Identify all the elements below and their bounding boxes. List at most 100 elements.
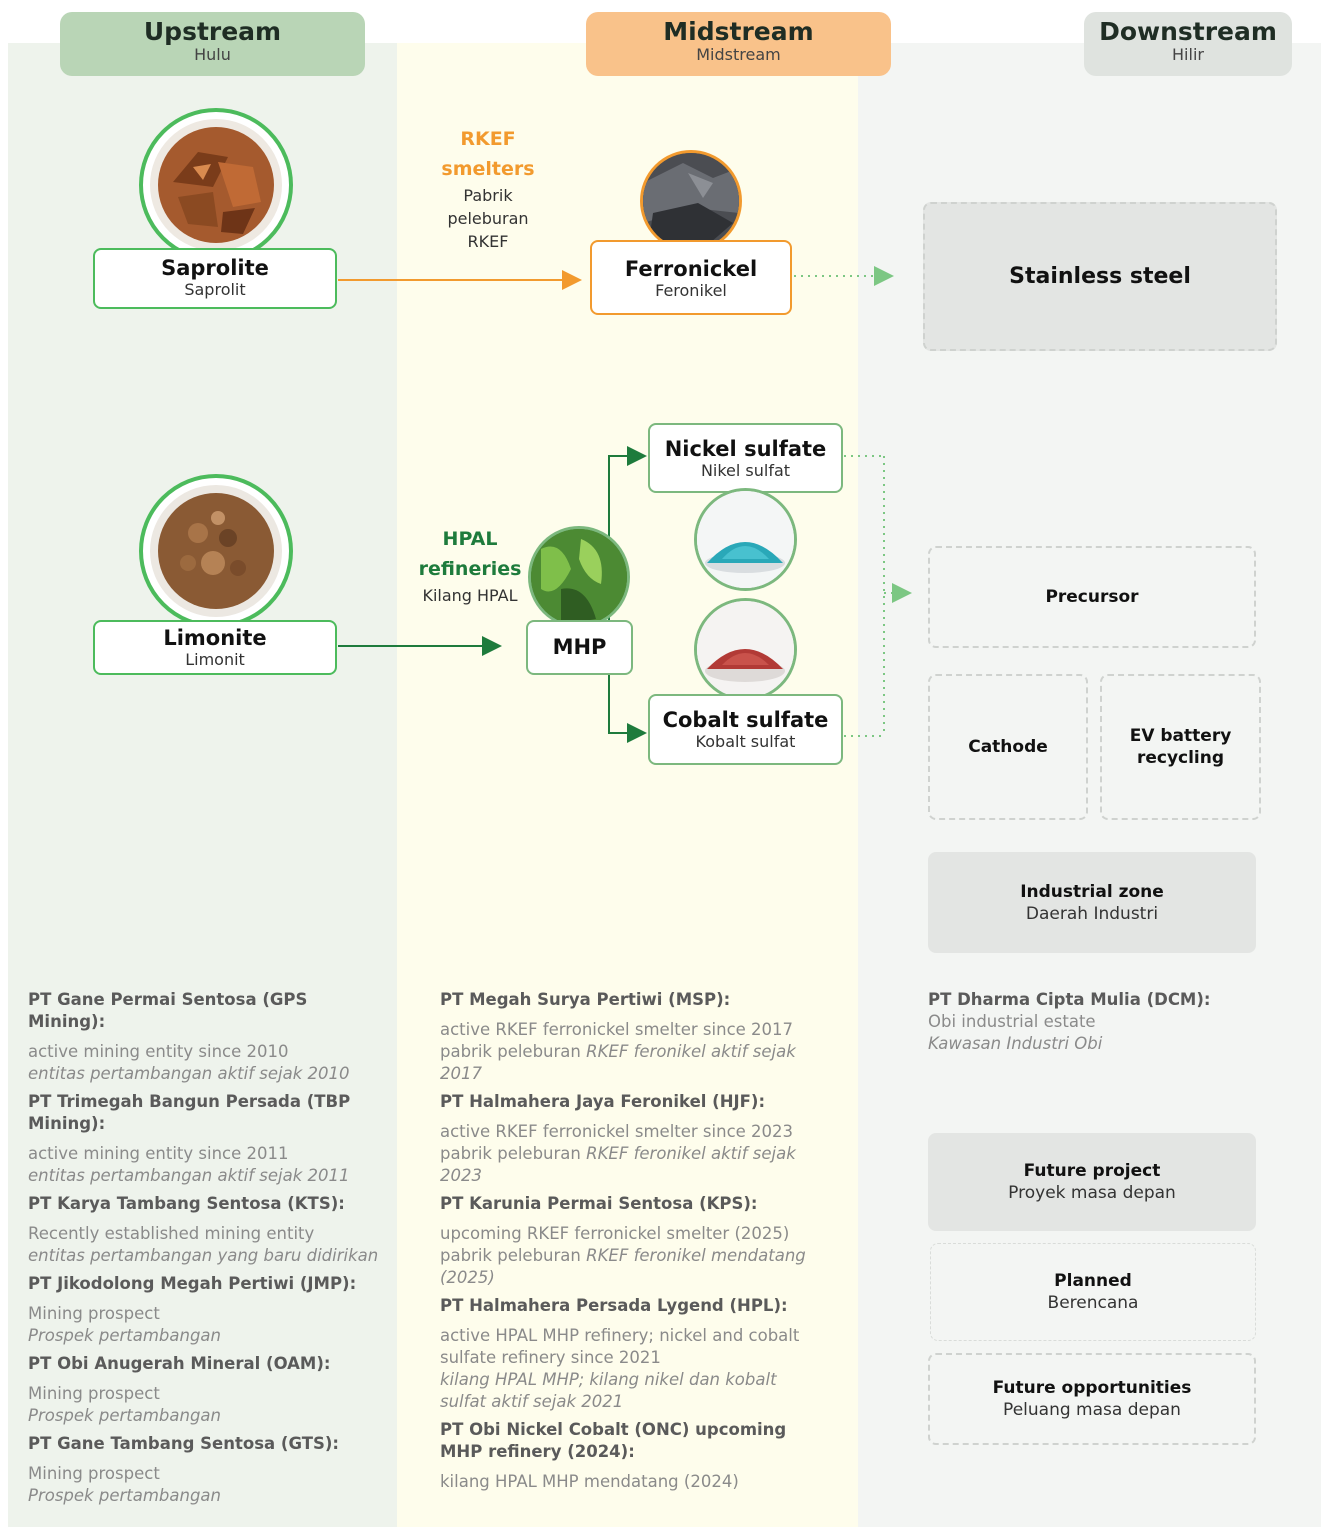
nickel-sulfate-image bbox=[694, 488, 797, 591]
cathode-label: Cathode bbox=[968, 737, 1048, 757]
downstream-company-desc-id: Kawasan Industri Obi bbox=[928, 1034, 1103, 1053]
downstream-title: Downstream bbox=[1099, 17, 1277, 46]
cobalt-sulfate-title: Cobalt sulfate bbox=[662, 708, 829, 732]
midstream-company-name: PT Karunia Permai Sentosa (KPS): bbox=[440, 1194, 758, 1213]
cobalt-sulfate-subtitle: Kobalt sulfat bbox=[695, 732, 796, 751]
ferronickel-node: Ferronickel Feronikel bbox=[590, 240, 792, 315]
midstream-company-desc-id: pabrik peleburan RKEF feronikel aktif se… bbox=[440, 1042, 796, 1083]
midstream-company-name: PT Megah Surya Pertiwi (MSP): bbox=[440, 990, 731, 1009]
midstream-company-desc-id: pabrik peleburan RKEF feronikel aktif se… bbox=[440, 1144, 796, 1185]
legend-future-opportunities-title: Future opportunities bbox=[992, 1378, 1192, 1398]
saprolite-subtitle: Saprolit bbox=[184, 280, 246, 299]
legend-future-opportunities-subtitle: Peluang masa depan bbox=[1003, 1400, 1181, 1420]
upstream-company-name: PT Karya Tambang Sentosa (KTS): bbox=[28, 1194, 345, 1213]
upstream-company-desc: Mining prospect bbox=[28, 1304, 160, 1323]
upstream-company-name: PT Jikodolong Megah Pertiwi (JMP): bbox=[28, 1274, 357, 1293]
upstream-header: Upstream Hulu bbox=[60, 12, 365, 76]
midstream-company-desc: upcoming RKEF ferronickel smelter (2025) bbox=[440, 1224, 790, 1243]
midstream-company-desc-id: pabrik peleburan RKEF feronikel mendatan… bbox=[440, 1246, 806, 1287]
rkef-sub-line3: RKEF bbox=[467, 232, 509, 251]
midstream-title: Midstream bbox=[663, 17, 814, 46]
midstream-company-desc: active RKEF ferronickel smelter since 20… bbox=[440, 1020, 794, 1039]
ev-battery-recycling-label: EV battery recycling bbox=[1129, 726, 1232, 768]
saprolite-node: Saprolite Saprolit bbox=[93, 248, 337, 309]
saprolite-ore-image bbox=[139, 108, 293, 262]
limonite-title: Limonite bbox=[163, 626, 267, 650]
upstream-company-desc-id: Prospek pertambangan bbox=[28, 1326, 221, 1345]
upstream-title: Upstream bbox=[143, 17, 282, 46]
hpal-title-line2: refineries bbox=[418, 558, 522, 580]
upstream-company-name: PT Gane Permai Sentosa (GPS Mining): bbox=[28, 990, 308, 1031]
midstream-company-name: PT Halmahera Persada Lygend (HPL): bbox=[440, 1296, 788, 1315]
midstream-company-name: PT Halmahera Jaya Feronikel (HJF): bbox=[440, 1092, 766, 1111]
upstream-company-desc: active mining entity since 2011 bbox=[28, 1144, 289, 1163]
upstream-company-desc-id: Prospek pertambangan bbox=[28, 1486, 221, 1505]
downstream-company-desc: Obi industrial estate bbox=[928, 1012, 1096, 1031]
upstream-company-desc: active mining entity since 2010 bbox=[28, 1042, 289, 1061]
downstream-subtitle: Hilir bbox=[1172, 45, 1204, 64]
midstream-company-desc-id: kilang HPAL MHP; kilang nikel dan kobalt… bbox=[440, 1370, 777, 1411]
hpal-sub-line1: Kilang HPAL bbox=[422, 586, 518, 605]
legend-planned: Planned Berencana bbox=[930, 1243, 1256, 1341]
upstream-company-desc: Mining prospect bbox=[28, 1464, 160, 1483]
legend-future-project-subtitle: Proyek masa depan bbox=[1008, 1183, 1176, 1203]
nickel-sulfate-title: Nickel sulfate bbox=[664, 437, 827, 461]
rkef-sub-line1: Pabrik bbox=[463, 186, 513, 205]
upstream-company-desc-id: entitas pertambangan aktif sejak 2010 bbox=[28, 1064, 350, 1083]
upstream-company-name: PT Trimegah Bangun Persada (TBP Mining): bbox=[28, 1092, 351, 1133]
legend-future-project-title: Future project bbox=[1023, 1161, 1161, 1181]
upstream-company-desc-id: entitas pertambangan aktif sejak 2011 bbox=[28, 1166, 350, 1185]
legend-future-project: Future project Proyek masa depan bbox=[928, 1133, 1256, 1231]
upstream-company-list: PT Gane Permai Sentosa (GPS Mining): act… bbox=[28, 989, 388, 1507]
legend-future-opportunities: Future opportunities Peluang masa depan bbox=[928, 1353, 1256, 1445]
downstream-company-list: PT Dharma Cipta Mulia (DCM): Obi industr… bbox=[928, 989, 1258, 1055]
mhp-to-cobalt-sulfate-arrow bbox=[608, 673, 647, 743]
industrial-zone-title: Industrial zone bbox=[1020, 881, 1164, 902]
midstream-company-desc: active RKEF ferronickel smelter since 20… bbox=[440, 1122, 794, 1141]
mhp-node: MHP bbox=[526, 620, 633, 675]
rkef-sub-line2: peleburan bbox=[447, 209, 529, 228]
ev-battery-recycling-box: EV battery recycling bbox=[1100, 674, 1261, 820]
mhp-image bbox=[528, 526, 630, 628]
downstream-header: Downstream Hilir bbox=[1084, 12, 1292, 76]
upstream-company-desc: Recently established mining entity bbox=[28, 1224, 315, 1243]
upstream-company-name: PT Obi Anugerah Mineral (OAM): bbox=[28, 1354, 331, 1373]
midstream-company-desc: kilang HPAL MHP mendatang (2024) bbox=[440, 1472, 739, 1491]
cathode-box: Cathode bbox=[928, 674, 1088, 820]
nickel-sulfate-subtitle: Nikel sulfat bbox=[700, 461, 791, 480]
ferronickel-subtitle: Feronikel bbox=[655, 281, 727, 300]
midstream-header: Midstream Midstream bbox=[586, 12, 891, 76]
nickel-sulfate-node: Nickel sulfate Nikel sulfat bbox=[648, 423, 843, 493]
limonite-node: Limonite Limonit bbox=[93, 620, 337, 675]
limonite-ore-image bbox=[139, 474, 293, 628]
cobalt-sulfate-node: Cobalt sulfate Kobalt sulfat bbox=[648, 694, 843, 765]
saprolite-title: Saprolite bbox=[161, 256, 269, 280]
precursor-box: Precursor bbox=[928, 546, 1256, 648]
legend-planned-title: Planned bbox=[1054, 1271, 1132, 1291]
rkef-process-label: RKEF smelters Pabrik peleburan RKEF bbox=[418, 124, 558, 253]
hpal-title-line1: HPAL bbox=[442, 528, 498, 550]
midstream-subtitle: Midstream bbox=[696, 45, 781, 64]
midstream-company-name: PT Obi Nickel Cobalt (ONC) upcoming MHP … bbox=[440, 1420, 787, 1461]
rkef-title-line1: RKEF bbox=[460, 128, 516, 150]
upstream-company-desc-id: entitas pertambangan yang baru didirikan bbox=[28, 1246, 379, 1265]
hpal-process-label: HPAL refineries Kilang HPAL bbox=[405, 524, 535, 607]
industrial-zone-subtitle: Daerah Industri bbox=[1025, 903, 1159, 924]
precursor-label: Precursor bbox=[1045, 587, 1139, 607]
legend-planned-subtitle: Berencana bbox=[1047, 1293, 1139, 1313]
limonite-subtitle: Limonit bbox=[185, 650, 245, 669]
ferronickel-image bbox=[640, 150, 742, 252]
stainless-steel-box: Stainless steel bbox=[923, 202, 1277, 351]
midstream-company-list: PT Megah Surya Pertiwi (MSP): active RKE… bbox=[440, 989, 825, 1493]
cobalt-sulfate-image bbox=[694, 598, 797, 701]
rkef-title-line2: smelters bbox=[441, 158, 535, 180]
mhp-title: MHP bbox=[552, 635, 607, 659]
industrial-zone-box: Industrial zone Daerah Industri bbox=[928, 852, 1256, 953]
stainless-steel-label: Stainless steel bbox=[1009, 263, 1191, 289]
ferronickel-title: Ferronickel bbox=[624, 257, 758, 281]
midstream-company-desc: active HPAL MHP refinery; nickel and cob… bbox=[440, 1326, 800, 1367]
downstream-company-name: PT Dharma Cipta Mulia (DCM): bbox=[928, 990, 1211, 1009]
upstream-company-desc-id: Prospek pertambangan bbox=[28, 1406, 221, 1425]
upstream-company-desc: Mining prospect bbox=[28, 1384, 160, 1403]
upstream-company-name: PT Gane Tambang Sentosa (GTS): bbox=[28, 1434, 339, 1453]
